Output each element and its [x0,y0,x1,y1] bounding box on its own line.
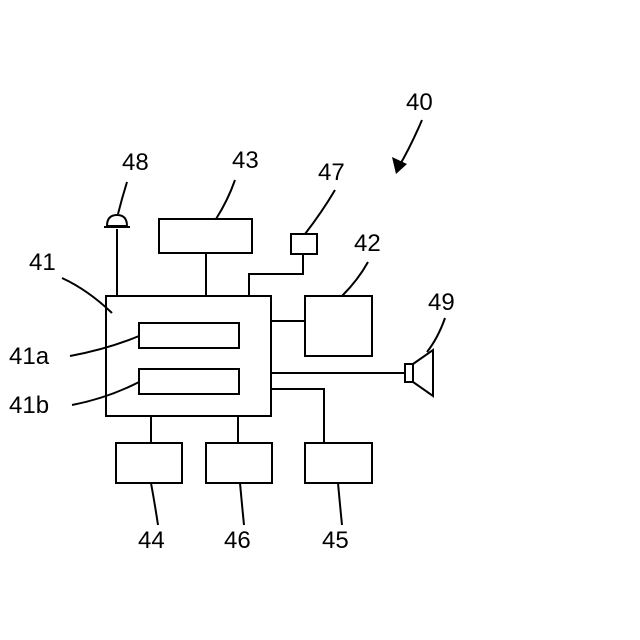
leader-41 [62,278,112,313]
label-48: 48 [122,149,149,176]
label-47: 47 [318,159,345,186]
label-42: 42 [354,230,381,257]
leader-44 [151,483,158,525]
block-44 [116,443,182,483]
leader-46 [240,483,244,525]
label-49: 49 [428,289,455,316]
controller-block [106,296,271,416]
label-45: 45 [322,527,349,554]
label-41a: 41a [9,343,50,370]
leader-45 [338,483,342,525]
block-43 [159,219,252,253]
leader-49 [427,318,445,352]
lamp-48-icon [104,215,130,296]
label-43: 43 [232,147,259,174]
connector-47 [249,254,303,296]
system-arrow [392,120,422,174]
block-45 [305,443,372,483]
label-46: 46 [224,527,251,554]
leader-43 [216,180,235,219]
label-41b: 41b [9,392,49,419]
connector-45 [271,389,324,443]
label-40: 40 [406,89,433,116]
block-42 [305,296,372,356]
sensor-47 [291,234,317,254]
leader-48 [118,182,127,214]
label-44: 44 [138,527,165,554]
leader-42 [342,262,368,296]
sub-block-b [139,369,239,394]
leader-47 [305,190,335,234]
sub-block-a [139,323,239,348]
label-41: 41 [29,249,56,276]
block-46 [206,443,272,483]
